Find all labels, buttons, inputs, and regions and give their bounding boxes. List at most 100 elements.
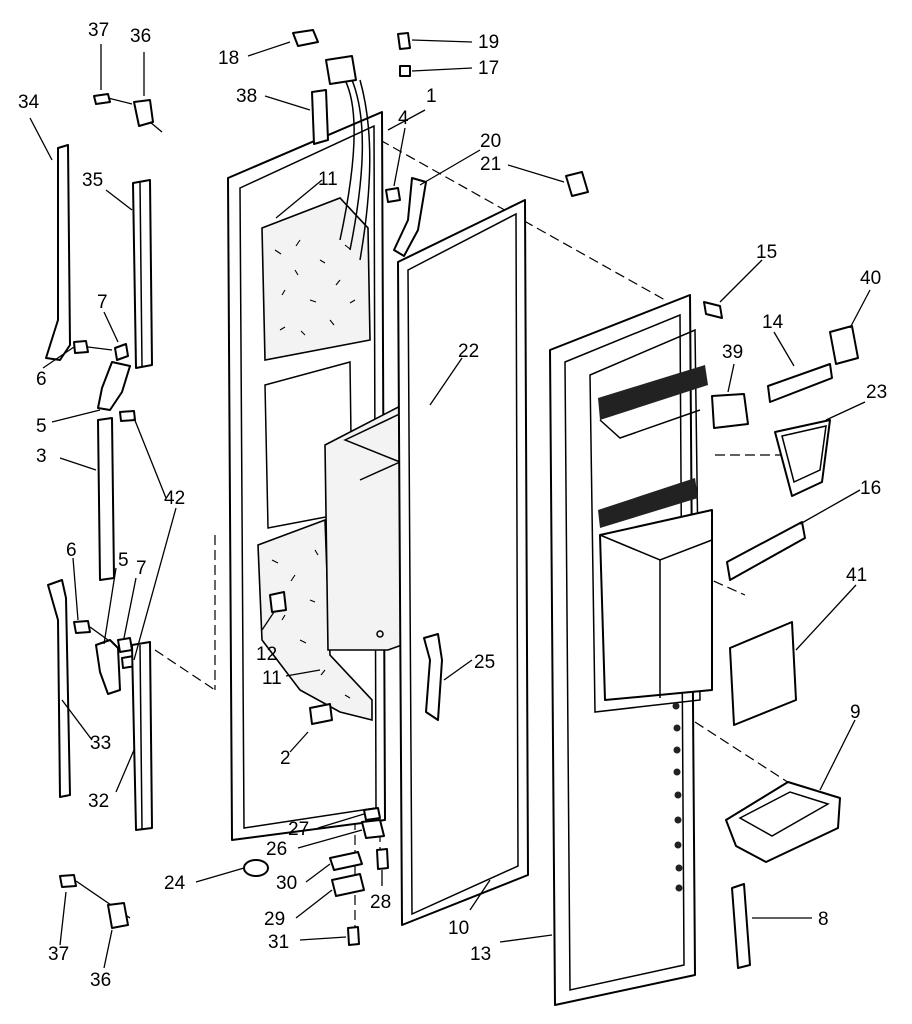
callout-35: 35 xyxy=(82,170,103,191)
callout-16: 16 xyxy=(860,478,881,499)
callout-22: 22 xyxy=(458,341,479,362)
top-hardware xyxy=(292,29,589,257)
foot-24 xyxy=(243,859,269,877)
callout-36b: 36 xyxy=(90,970,111,991)
trim-strip-34 xyxy=(45,144,71,361)
callout-8: 8 xyxy=(818,909,829,930)
latch-40 xyxy=(829,325,859,365)
pad-39 xyxy=(711,393,749,429)
callout-12: 12 xyxy=(256,644,277,665)
tube-25 xyxy=(423,633,443,721)
callout-24: 24 xyxy=(164,873,186,894)
cup-23 xyxy=(774,419,831,497)
callout-28: 28 xyxy=(370,892,391,913)
callout-42: 42 xyxy=(164,488,185,509)
callout-38: 38 xyxy=(236,86,257,107)
bracket-2 xyxy=(309,703,333,725)
stub-38 xyxy=(311,89,329,145)
callout-25: 25 xyxy=(474,652,495,673)
foam-panel-11-upper xyxy=(261,197,371,361)
callout-5b: 5 xyxy=(118,550,129,571)
screw-42 xyxy=(119,410,136,422)
connector-wire xyxy=(325,55,357,85)
channel-35 xyxy=(132,179,153,369)
callout-2: 2 xyxy=(280,748,291,769)
callout-39: 39 xyxy=(722,342,743,363)
callout-3: 3 xyxy=(36,446,47,467)
callout-5a: 5 xyxy=(36,416,47,437)
screw-15 xyxy=(703,301,723,319)
callout-15: 15 xyxy=(756,242,777,263)
callout-41: 41 xyxy=(846,565,867,586)
callout-30: 30 xyxy=(276,873,297,894)
callout-6a: 6 xyxy=(36,369,47,390)
bracket-7-lower xyxy=(117,637,133,653)
plug-4 xyxy=(385,187,401,203)
screw-37-bottom xyxy=(59,874,77,888)
nut-21 xyxy=(565,171,589,197)
callout-7a: 7 xyxy=(97,292,108,313)
door-liner-1 xyxy=(227,79,386,841)
callout-labels: 1 2 3 4 5 5 6 6 7 7 8 9 10 11 11 12 13 1… xyxy=(18,20,887,991)
callout-37b: 37 xyxy=(48,944,69,965)
screw-6-upper xyxy=(73,340,89,354)
screw-28 xyxy=(376,848,389,870)
callout-14: 14 xyxy=(762,312,784,333)
callout-36a: 36 xyxy=(130,26,151,47)
screw-19 xyxy=(397,32,411,50)
callout-40: 40 xyxy=(860,268,881,289)
callout-34: 34 xyxy=(18,92,40,113)
pad-41 xyxy=(729,621,797,726)
hinge-5-lower xyxy=(95,639,121,695)
door-panel-13 xyxy=(549,294,713,1006)
tube-3 xyxy=(97,417,115,581)
hinge-cap-36-bottom xyxy=(107,902,129,929)
callout-6b: 6 xyxy=(66,540,77,561)
channel-32 xyxy=(131,641,153,831)
callout-23: 23 xyxy=(866,382,887,403)
washer-27 xyxy=(363,807,381,821)
callout-27: 27 xyxy=(288,819,309,840)
washer-26 xyxy=(361,819,385,839)
leader-lines xyxy=(29,39,871,969)
callout-31: 31 xyxy=(268,932,289,953)
bar-14 xyxy=(767,363,833,403)
callout-33: 33 xyxy=(90,733,111,754)
callout-11a: 11 xyxy=(318,169,338,190)
door-gasket-10 xyxy=(397,199,529,926)
callout-21: 21 xyxy=(480,154,501,175)
screw-37-top xyxy=(93,93,111,105)
callout-18: 18 xyxy=(218,48,239,69)
bracket-7-upper xyxy=(114,343,129,361)
callout-7b: 7 xyxy=(136,558,147,579)
plate-29 xyxy=(331,873,365,897)
callout-1: 1 xyxy=(426,86,437,107)
callout-11b: 11 xyxy=(262,668,282,689)
plug-18 xyxy=(292,29,319,47)
tray-9 xyxy=(725,781,841,863)
clip-12 xyxy=(269,591,287,613)
callout-29: 29 xyxy=(264,909,285,930)
left-hardware xyxy=(45,93,163,929)
right-hardware xyxy=(703,301,859,969)
callout-9: 9 xyxy=(850,702,861,723)
screw-31 xyxy=(347,926,360,946)
callout-10: 10 xyxy=(448,918,469,939)
adjustment-holes xyxy=(672,702,683,892)
hinge-cap-36-top xyxy=(133,99,154,127)
grille-upper xyxy=(598,365,708,420)
callout-37a: 37 xyxy=(88,20,109,41)
callout-13: 13 xyxy=(470,944,491,965)
callout-20: 20 xyxy=(480,131,501,152)
callout-17: 17 xyxy=(478,58,499,79)
hinge-5-upper xyxy=(97,361,131,411)
trim-strip-33 xyxy=(47,579,71,798)
bracket-8 xyxy=(731,883,751,969)
plate-30 xyxy=(329,851,363,871)
callout-32: 32 xyxy=(88,791,109,812)
screw-6-lower xyxy=(73,620,91,634)
callout-19: 19 xyxy=(478,32,499,53)
grille-lower xyxy=(598,478,698,528)
bar-16 xyxy=(726,521,806,581)
